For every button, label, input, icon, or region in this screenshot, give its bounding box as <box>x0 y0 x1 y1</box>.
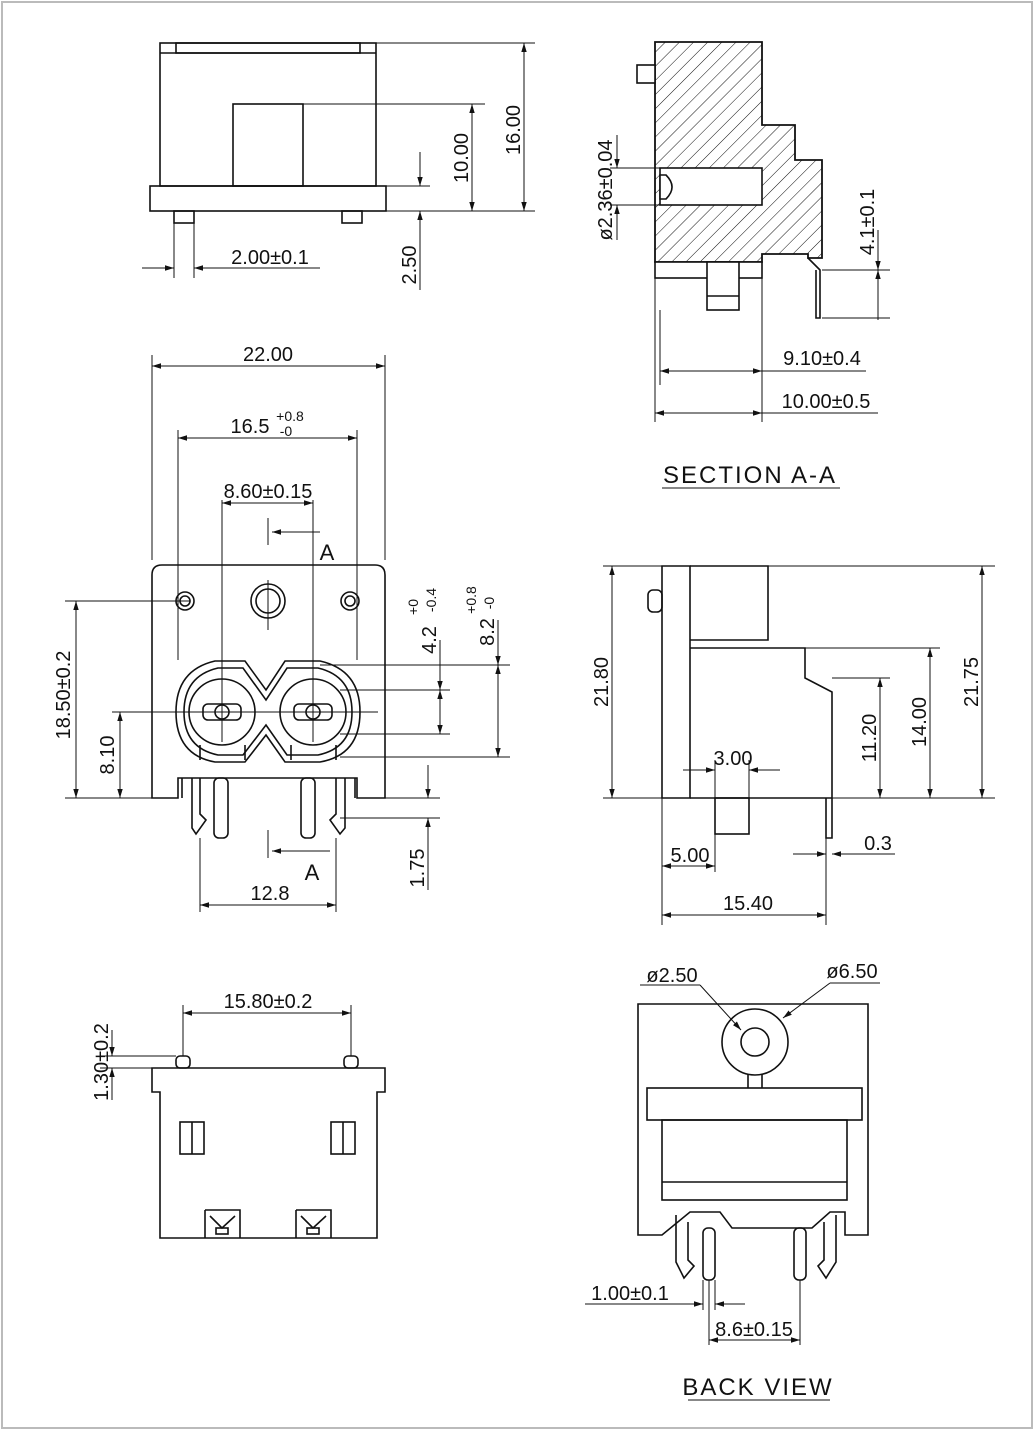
dim-front-4-2: 4.2 <box>419 626 441 654</box>
dim-side-11-20: 11.20 <box>859 714 881 763</box>
dim-front-16-5-tol-lo: -0 <box>280 423 293 439</box>
dim-back-1-00: 1.00±0.1 <box>591 1283 669 1305</box>
dim-back-dia-2-50: ø2.50 <box>646 965 697 987</box>
dim-side-14-00: 14.00 <box>909 697 931 747</box>
dim-front-8-60: 8.60±0.15 <box>224 481 313 503</box>
section-view: ø2.36±0.04 4.1±0.1 9.10±0.4 10.00±0.5 SE… <box>595 41 890 489</box>
section-body <box>654 41 823 263</box>
dim-front-22: 22.00 <box>243 344 293 366</box>
dim-back-dia-6-50: ø6.50 <box>826 961 877 983</box>
dim-back-8-6: 8.6±0.15 <box>715 1319 793 1341</box>
dim-side-0-3: 0.3 <box>864 833 892 855</box>
dim-sec-10-00: 10.00±0.5 <box>782 391 871 413</box>
dim-side-21-80: 21.80 <box>591 657 613 707</box>
dim-front-8-2-tol-up: +0.8 <box>463 586 479 614</box>
side-view: 21.80 21.75 14.00 11.20 3.00 5.00 0.3 15… <box>591 565 995 925</box>
dim-top-2-00: 2.00±0.1 <box>231 247 309 269</box>
dim-side-3-00: 3.00 <box>714 748 753 770</box>
dim-front-1-75: 1.75 <box>407 849 429 888</box>
bottom-view: 15.80±0.2 1.30±0.2 <box>91 991 386 1239</box>
dim-side-21-75: 21.75 <box>961 657 983 707</box>
dim-bottom-1-30: 1.30±0.2 <box>91 1023 113 1101</box>
dim-front-8-2: 8.2 <box>477 618 499 646</box>
top-view: 16.00 10.00 2.50 2.00±0.1 <box>142 42 535 290</box>
section-mark-a-bottom: A <box>305 860 320 885</box>
dim-front-16-5: 16.5 <box>231 416 270 438</box>
back-view-title: BACK VIEW <box>682 1374 833 1401</box>
dim-front-8-10: 8.10 <box>97 736 119 775</box>
dim-bottom-15-80: 15.80±0.2 <box>224 991 313 1013</box>
dim-sec-4-1: 4.1±0.1 <box>857 189 879 256</box>
dim-front-16-5-tol-up: +0.8 <box>276 408 304 424</box>
back-view: ø2.50 ø6.50 1.00±0.1 8.6±0.15 BACK VIEW <box>585 961 880 1401</box>
dim-side-5-00: 5.00 <box>671 845 710 867</box>
section-mark-a-top: A <box>320 540 335 565</box>
dim-top-10: 10.00 <box>451 133 473 183</box>
dim-sec-9-10: 9.10±0.4 <box>783 348 861 370</box>
dim-front-12-8: 12.8 <box>251 883 290 905</box>
dim-front-4-2-tol-up: +0 <box>405 599 421 615</box>
dim-top-2-50: 2.50 <box>399 246 421 285</box>
front-view: A A 22.00 16.5 +0.8 -0 8.6 <box>53 344 510 912</box>
section-title: SECTION A-A <box>663 462 837 489</box>
dim-side-15-40: 15.40 <box>723 893 773 915</box>
dim-sec-dia: ø2.36±0.04 <box>595 139 617 240</box>
dim-front-8-2-tol-lo: -0 <box>481 597 497 610</box>
dim-front-18-50: 18.50±0.2 <box>53 651 75 740</box>
dim-front-4-2-tol-lo: -0.4 <box>423 588 439 612</box>
dim-top-16: 16.00 <box>503 105 525 155</box>
